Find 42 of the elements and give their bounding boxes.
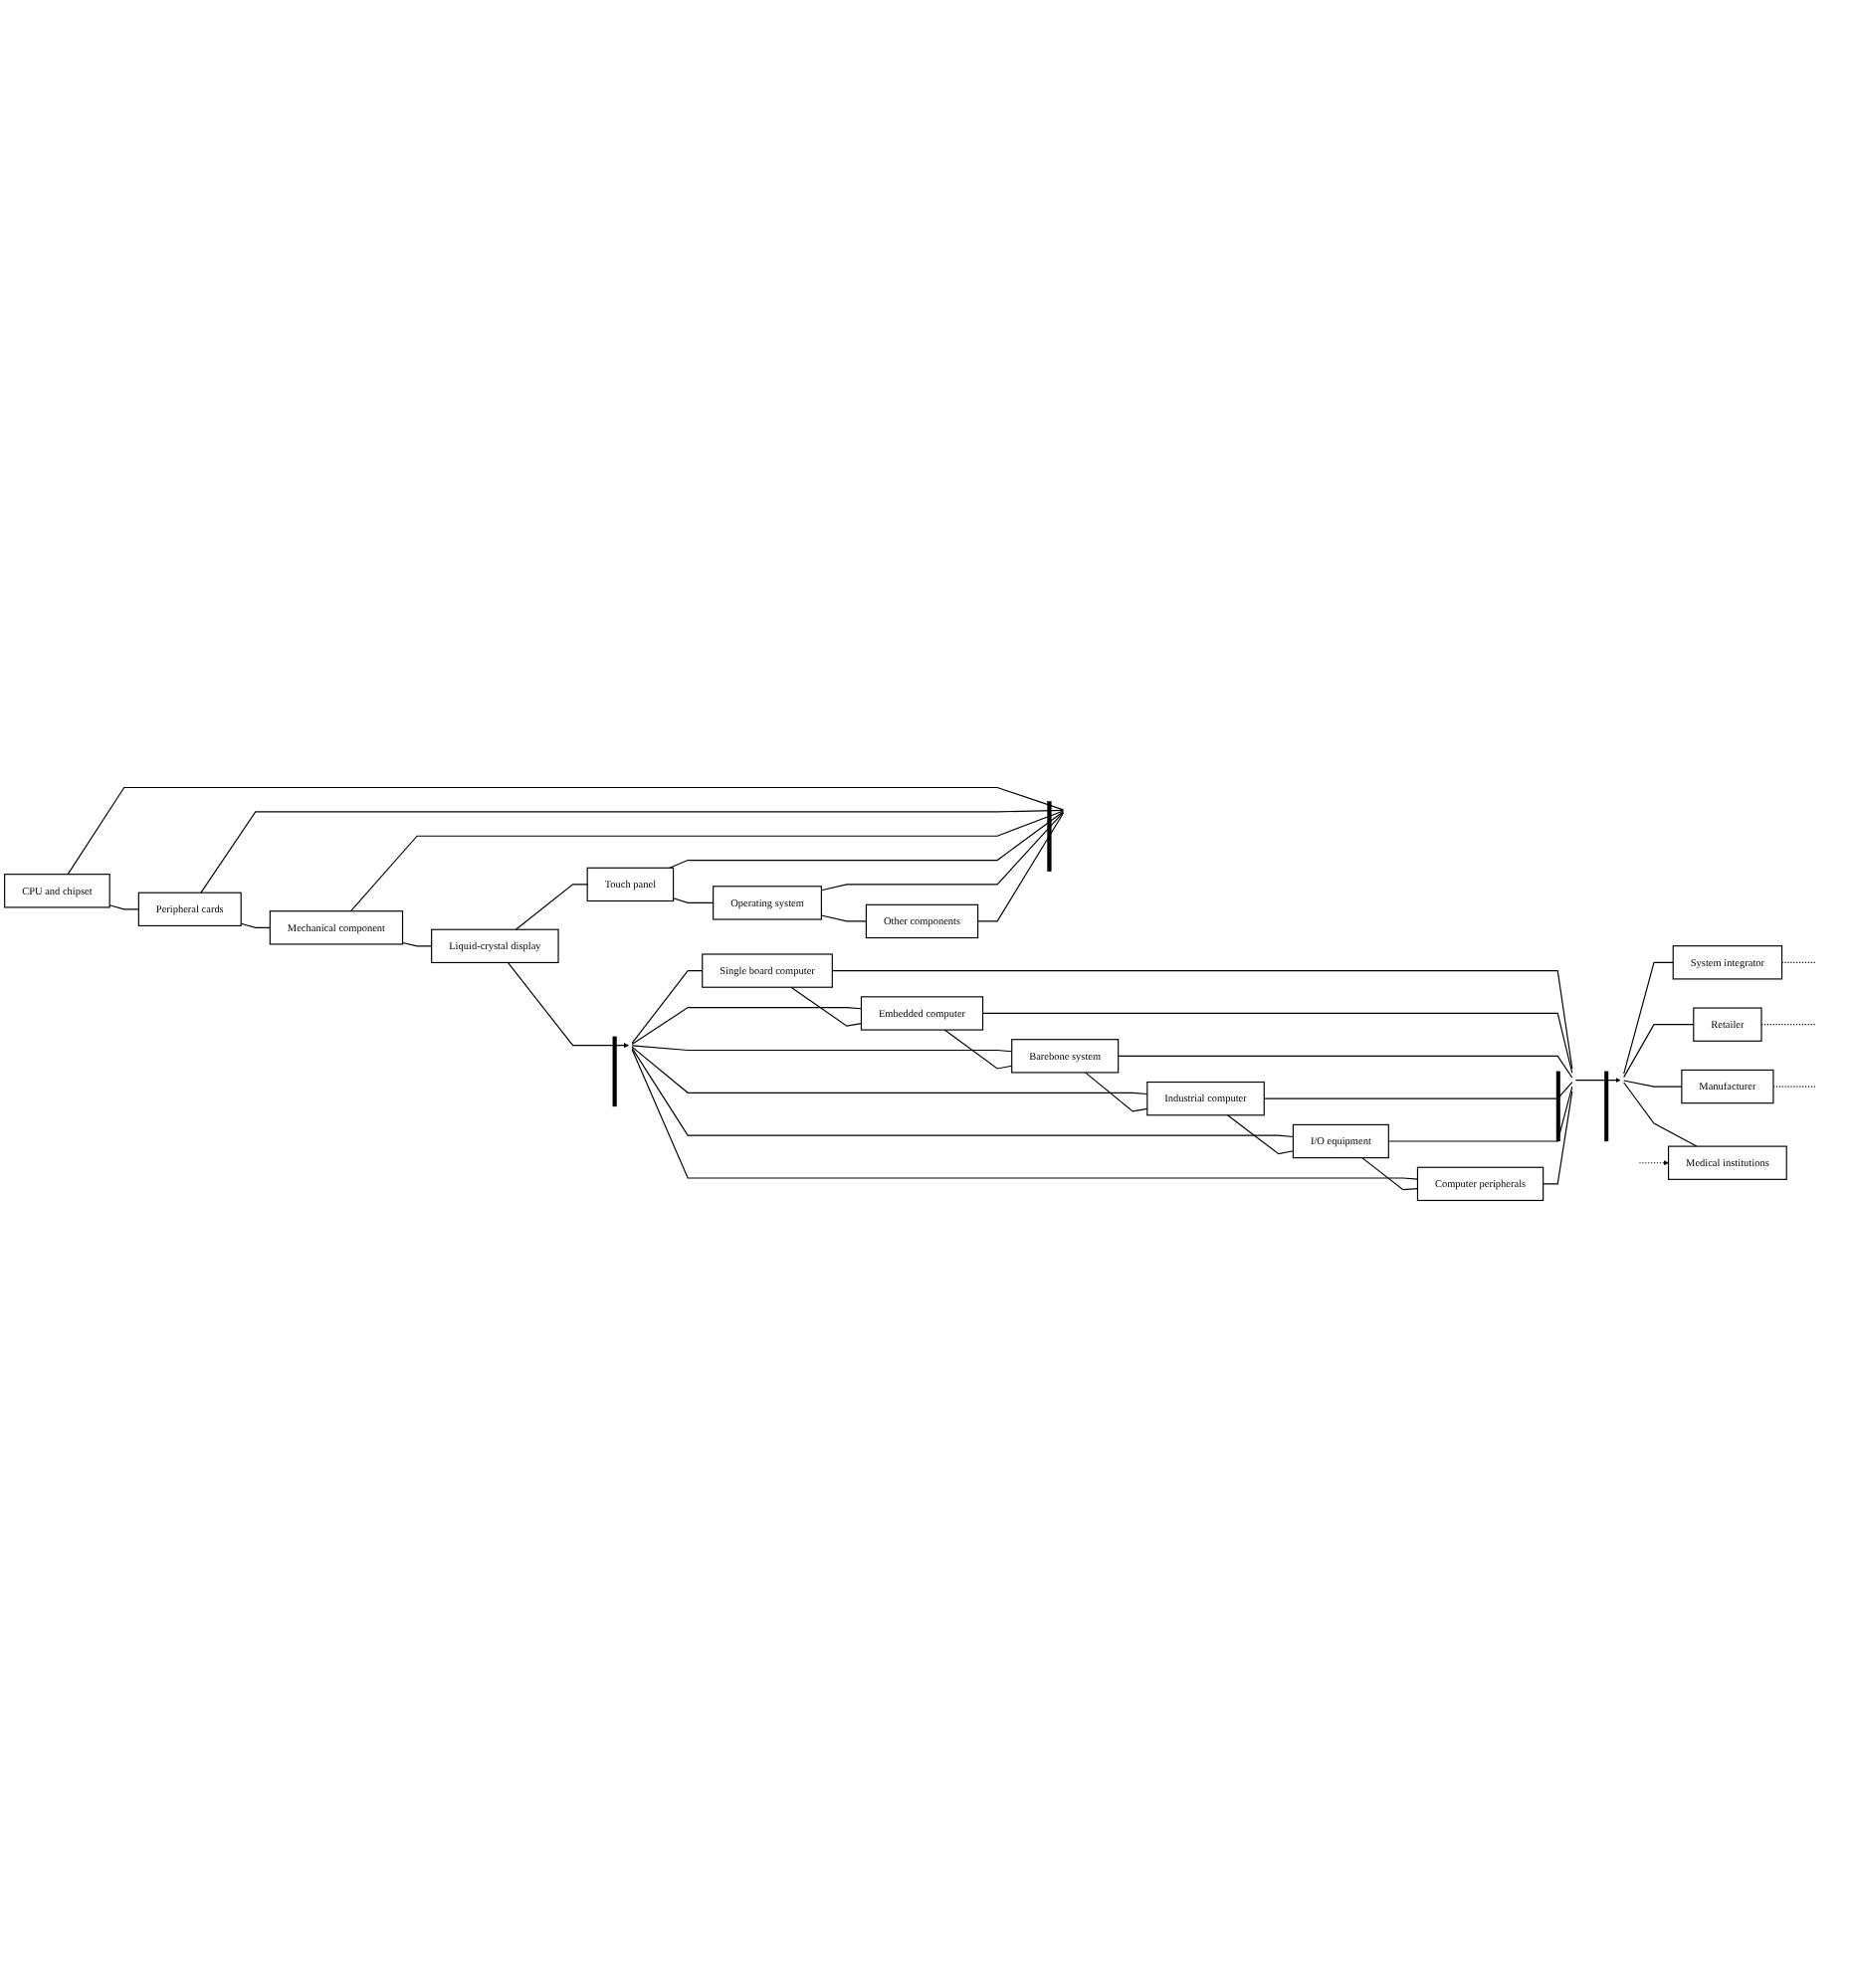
connector: [631, 1007, 863, 1046]
connector: [1387, 1086, 1573, 1142]
connector: [831, 970, 1573, 1070]
connector: [401, 941, 433, 947]
connector: [1263, 1082, 1573, 1099]
connector: [1226, 1114, 1294, 1155]
connector: [631, 1049, 1419, 1180]
connector: [631, 1047, 1294, 1138]
connector: [1543, 1091, 1573, 1185]
connector: [1084, 1072, 1148, 1112]
connector: [200, 809, 1065, 894]
connector: [943, 1029, 1013, 1070]
node-bar: [612, 1036, 617, 1107]
arrow: [1574, 1078, 1621, 1084]
connector: [1772, 1086, 1816, 1088]
connector: [1623, 961, 1674, 1075]
connector: [820, 811, 1065, 892]
connector: [108, 904, 139, 910]
node-bar: [1047, 801, 1052, 872]
connector: [631, 1045, 1013, 1053]
connector: [820, 914, 867, 922]
connector: [350, 810, 1065, 912]
arrow: [507, 961, 629, 1049]
connector: [1760, 1024, 1816, 1026]
connector: [790, 986, 863, 1027]
connector: [515, 884, 588, 930]
connector: [669, 811, 1065, 869]
connector: [1780, 961, 1816, 963]
connector: [1118, 1055, 1573, 1079]
arrow: [1638, 1160, 1669, 1166]
connector: [1361, 1157, 1419, 1191]
connector: [631, 1046, 1148, 1095]
connector: [631, 970, 704, 1044]
connector: [67, 786, 1065, 876]
node-bar: [1555, 1071, 1560, 1142]
connector: [240, 922, 271, 928]
node-bar: [1604, 1071, 1609, 1142]
connector: [1623, 1080, 1683, 1088]
connector: [1623, 1082, 1698, 1147]
connector: [981, 1012, 1573, 1075]
connector: [673, 897, 715, 903]
connector: [977, 812, 1065, 922]
